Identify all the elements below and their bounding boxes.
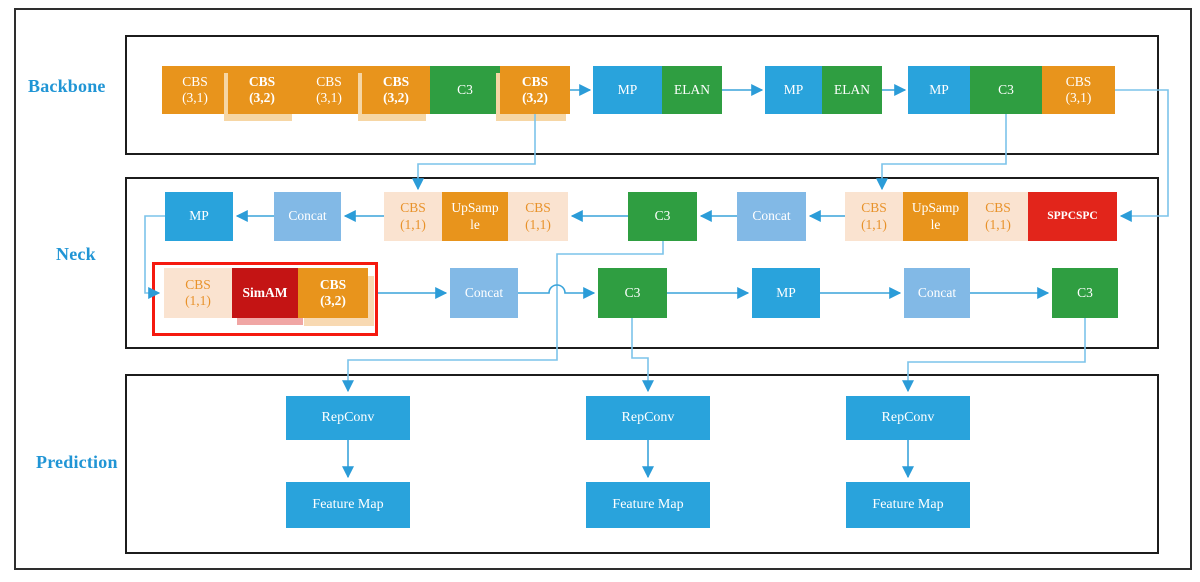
node-label: MP xyxy=(617,81,638,97)
neck-concat-bottom-1: Concat xyxy=(450,268,518,318)
node-label: CBS xyxy=(185,276,211,292)
neck-upsample-1: UpSample xyxy=(442,192,508,241)
backbone-cbs32-3: CBS(3,2) xyxy=(500,66,570,114)
outer-frame xyxy=(14,8,1192,570)
neck-cbs11-1: CBS(1,1) xyxy=(384,192,442,241)
backbone-elan-2: ELAN xyxy=(822,66,882,114)
neck-c3-top: C3 xyxy=(628,192,697,241)
neck-c3-bottom-2: C3 xyxy=(1052,268,1118,318)
node-label: Feature Map xyxy=(612,496,684,512)
neck-concat-bottom-2: Concat xyxy=(904,268,970,318)
node-label: CBS xyxy=(861,200,887,216)
backbone-c3-2: C3 xyxy=(970,66,1042,114)
backbone-mp-3: MP xyxy=(908,66,970,114)
node-label: Concat xyxy=(464,284,504,300)
neck-concat-top-2: Concat xyxy=(737,192,806,241)
neck-mp-bottom: MP xyxy=(752,268,820,318)
node-label: Concat xyxy=(752,208,791,224)
node-label: CBS xyxy=(382,73,410,89)
node-label: C3 xyxy=(1077,284,1093,300)
node-sub: (3,1) xyxy=(316,90,342,105)
backbone-cbs31-2: CBS(3,1) xyxy=(296,66,362,114)
node-label: CBS xyxy=(525,200,551,216)
prediction-label: Prediction xyxy=(36,452,118,472)
node-label: CBS xyxy=(400,200,426,216)
node-label: Concat xyxy=(288,208,327,224)
backbone-mp-1: MP xyxy=(593,66,662,114)
neck-cbs32-simam-group: CBS(3,2) xyxy=(298,268,368,318)
simam-block: SimAM xyxy=(232,268,298,318)
node-label: MP xyxy=(783,81,804,97)
repconv-2: RepConv xyxy=(586,396,710,440)
node-sub: (3,2) xyxy=(320,293,346,308)
node-label: Feature Map xyxy=(872,496,944,512)
node-label: Concat xyxy=(917,284,957,300)
node-label: CBS xyxy=(319,276,347,292)
node-label: RepConv xyxy=(321,409,375,425)
node-label: C3 xyxy=(624,284,641,300)
neck-cbs11-3: CBS(1,1) xyxy=(845,192,903,241)
node-label: CBS xyxy=(248,73,276,89)
backbone-cbs32-2: CBS(3,2) xyxy=(362,66,430,114)
node-label: C3 xyxy=(654,208,671,224)
node-label: MP xyxy=(776,284,796,300)
node-sub: (1,1) xyxy=(525,216,551,232)
node-sub: (3,1) xyxy=(1065,90,1092,105)
backbone-mp-2: MP xyxy=(765,66,822,114)
node-sub: (3,2) xyxy=(249,90,275,105)
node-label: ELAN xyxy=(834,81,870,97)
backbone-label: Backbone xyxy=(28,76,106,96)
node-label: UpSample xyxy=(451,200,499,232)
repconv-1: RepConv xyxy=(286,396,410,440)
backbone-elan-1: ELAN xyxy=(662,66,722,114)
neck-concat-top-1: Concat xyxy=(274,192,341,241)
node-label: C3 xyxy=(998,81,1014,97)
node-label: SimAM xyxy=(242,284,288,300)
neck-label: Neck xyxy=(56,244,96,264)
neck-c3-bottom-1: C3 xyxy=(598,268,667,318)
node-sub: (3,1) xyxy=(182,90,208,105)
backbone-cbs32-1: CBS(3,2) xyxy=(228,66,296,114)
backbone-c3-1: C3 xyxy=(430,66,500,114)
node-label: ELAN xyxy=(674,81,710,97)
node-label: CBS xyxy=(316,73,342,89)
node-sub: (3,2) xyxy=(383,90,409,105)
feature-map-3: Feature Map xyxy=(846,482,970,528)
neck-cbs11-simam-group: CBS(1,1) xyxy=(164,268,232,318)
node-sub: (1,1) xyxy=(985,216,1011,232)
node-sub: (1,1) xyxy=(861,216,887,232)
node-label: RepConv xyxy=(881,409,935,425)
neck-mp-top: MP xyxy=(165,192,233,241)
node-label: MP xyxy=(189,208,209,224)
repconv-3: RepConv xyxy=(846,396,970,440)
node-label: C3 xyxy=(457,81,473,97)
node-label: CBS xyxy=(521,73,549,89)
neck-cbs11-2: CBS(1,1) xyxy=(508,192,568,241)
node-label: RepConv xyxy=(621,409,675,425)
node-label: Feature Map xyxy=(312,496,384,512)
node-label: UpSample xyxy=(911,200,960,232)
node-label: CBS xyxy=(1065,73,1092,89)
node-sub: (3,2) xyxy=(522,90,548,105)
node-sub: (1,1) xyxy=(400,216,426,232)
feature-map-2: Feature Map xyxy=(586,482,710,528)
node-label: CBS xyxy=(182,73,208,89)
backbone-cbs31-1: CBS(3,1) xyxy=(162,66,228,114)
node-label: MP xyxy=(929,81,949,97)
neck-upsample-2: UpSample xyxy=(903,192,968,241)
neck-cbs11-4: CBS(1,1) xyxy=(968,192,1028,241)
backbone-cbs31-3: CBS(3,1) xyxy=(1042,66,1115,114)
node-sub: (1,1) xyxy=(185,293,211,308)
feature-map-1: Feature Map xyxy=(286,482,410,528)
node-label: SPPCSPC xyxy=(1047,209,1098,222)
node-label: CBS xyxy=(985,200,1011,216)
neck-sppcspc: SPPCSPC xyxy=(1028,192,1117,241)
